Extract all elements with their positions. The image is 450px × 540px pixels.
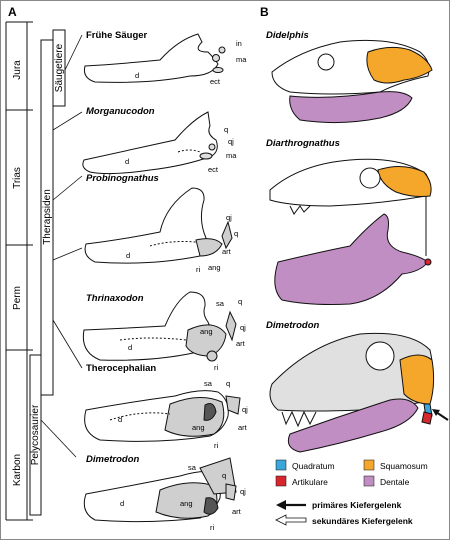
bone-q-1: q	[224, 125, 228, 134]
taxon-label-0: Frühe Säuger	[86, 30, 148, 41]
bone-q-2: q	[234, 229, 238, 238]
dimetrodon-joint-arrow	[432, 409, 449, 421]
bone-d-4: d	[118, 415, 122, 424]
taxon-label-5: Dimetrodon	[86, 454, 140, 465]
bone-q-3: q	[238, 297, 242, 306]
legend: Quadratum Squamosum Artikulare Dentale p…	[275, 459, 428, 526]
jaw-thrinaxodon	[82, 291, 237, 362]
legend-secondary: sekundäres Kiefergelenk	[312, 516, 413, 526]
bone-qj-1: qj	[228, 137, 234, 146]
bone-ang-2: ang	[208, 263, 221, 272]
right-taxon-2: Dimetrodon	[266, 320, 320, 331]
bone-qj-2: qj	[226, 213, 232, 222]
bone-ri-5: ri	[210, 523, 214, 532]
bone-ect-0: ect	[210, 77, 221, 86]
right-taxon-1: Diarthrognathus	[266, 138, 340, 149]
panel-label-b: B	[260, 5, 269, 19]
bone-d-3: d	[128, 343, 132, 352]
legend-primary: primäres Kiefergelenk	[312, 500, 402, 510]
group-mammals: Säugetiere	[54, 43, 65, 92]
taxon-label-3: Thrinaxodon	[86, 293, 144, 304]
bone-ri-4: ri	[214, 441, 218, 450]
skull-diarthrognathus	[269, 158, 432, 305]
timeline	[5, 21, 33, 521]
bone-ri-2: ri	[196, 265, 200, 274]
bone-in: in	[236, 39, 242, 48]
era-jura: Jura	[12, 60, 23, 80]
bone-qj-3: qj	[240, 323, 246, 332]
legend-quadratum: Quadratum	[292, 461, 335, 471]
era-karbon: Karbon	[12, 454, 23, 486]
bone-qj-4: qj	[242, 405, 248, 414]
bone-ang-4: ang	[192, 423, 205, 432]
pelycosaurs-bar	[29, 354, 42, 516]
mammals-bar	[52, 29, 66, 107]
bone-sa-4: sa	[204, 379, 213, 388]
taxon-label-2: Probinognathus	[86, 173, 159, 184]
bone-sa-5: sa	[188, 463, 197, 472]
jaw-early-mammal	[84, 33, 226, 83]
jaw-dimetrodon	[83, 457, 237, 523]
legend-squamosum: Squamosum	[380, 461, 428, 471]
group-bars	[29, 29, 66, 516]
era-perm: Perm	[12, 286, 23, 310]
legend-dentale: Dentale	[380, 477, 410, 487]
therapsids-bar	[40, 39, 54, 396]
legend-swatch-squamosum	[363, 459, 375, 471]
taxon-label-1: Morganucodon	[86, 106, 155, 117]
bone-q-4: q	[226, 379, 230, 388]
bone-ri-3: ri	[214, 363, 218, 372]
bone-qj-5: qj	[240, 487, 246, 496]
bone-art-4: art	[238, 423, 248, 432]
bone-d-1: d	[125, 157, 129, 166]
bone-art-5: art	[232, 507, 242, 516]
right-taxon-0: Didelphis	[266, 30, 309, 41]
jaw-morganucodon	[82, 111, 218, 175]
panel-label-a: A	[8, 5, 17, 19]
jaw-therocephalian	[84, 390, 241, 442]
jaw-probinognathus	[84, 187, 233, 264]
bone-ect-1: ect	[208, 165, 219, 174]
group-therapsids: Therapsiden	[42, 189, 53, 245]
skull-dimetrodon	[269, 332, 435, 453]
legend-artikulare: Artikulare	[292, 477, 328, 487]
bone-d-5: d	[120, 499, 124, 508]
bone-ma-1: ma	[226, 151, 237, 160]
legend-secondary-arrow	[275, 514, 307, 526]
bone-d-0: d	[135, 71, 139, 80]
bone-art-2: art	[222, 247, 232, 256]
bone-art-3: art	[236, 339, 246, 348]
bone-sa-3: sa	[216, 299, 225, 308]
skull-didelphis	[271, 39, 433, 124]
legend-swatch-dentale	[363, 475, 375, 487]
group-pelycosaurs: Pelycosaurier	[30, 404, 41, 465]
bone-d-2: d	[126, 251, 130, 260]
bone-ang-5: ang	[180, 499, 193, 508]
bone-ma-0: ma	[236, 55, 247, 64]
era-trias: Trias	[12, 167, 23, 189]
lineage-arrows	[40, 34, 83, 458]
bone-q-5: q	[222, 471, 226, 480]
bone-ang-3: ang	[200, 327, 213, 336]
legend-swatch-artikulare	[275, 475, 287, 487]
legend-swatch-quadratum	[275, 459, 287, 471]
taxon-label-4: Therocephalian	[86, 363, 156, 374]
